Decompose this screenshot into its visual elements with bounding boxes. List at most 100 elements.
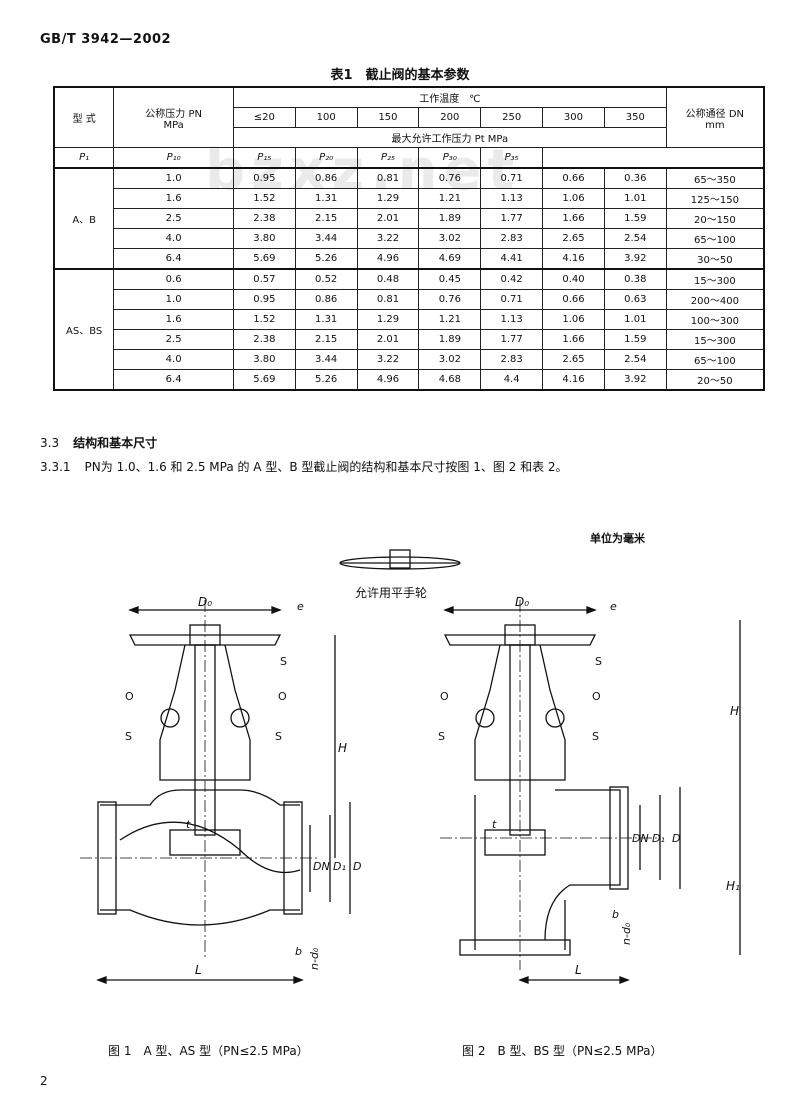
valve-drawings: 允许用平手轮 D₀ H DN D₁ D <box>80 549 741 984</box>
pn-cell: 1.6 <box>113 188 234 209</box>
fig1-h-label: H <box>338 741 347 755</box>
figure1-valve-drawing: D₀ H DN D₁ D L t S S S O O <box>80 595 361 984</box>
handwheel-note: 允许用平手轮 <box>355 585 427 600</box>
fig2-s-label-left: S <box>438 730 445 743</box>
pn-cell: 1.0 <box>113 289 234 310</box>
paragraph: 3.3.1 PN为 1.0、1.6 和 2.5 MPa 的 A 型、B 型截止阀的… <box>40 458 568 475</box>
dn-cell: 20～50 <box>665 369 765 391</box>
fig2-dn-label: DN <box>632 832 649 845</box>
pressure-cell: 2.15 <box>294 329 358 350</box>
pressure-cell: 5.69 <box>232 248 296 270</box>
pressure-cell: 1.59 <box>603 329 667 350</box>
flat-handwheel-sketch <box>339 549 461 570</box>
pressure-cell: 2.65 <box>542 349 605 370</box>
pressure-cell: 0.42 <box>480 268 544 290</box>
pn-cell: 4.0 <box>113 349 234 370</box>
fig2-h-label: H <box>730 704 739 718</box>
pressure-cell: 2.15 <box>294 208 358 229</box>
fig1-s-label-top: S <box>280 655 287 668</box>
pressure-cell: 1.52 <box>232 309 296 330</box>
pressure-cell: 3.80 <box>232 349 296 370</box>
header-dn: 公称通径 DN mm <box>665 86 765 148</box>
pressure-cell: 0.71 <box>480 289 544 310</box>
fig2-o-label-left: O <box>440 690 449 703</box>
pressure-cell: 1.21 <box>418 188 482 209</box>
fig1-b-label: b <box>295 945 302 958</box>
pressure-cell: 3.22 <box>356 349 420 370</box>
pressure-cell: 0.86 <box>294 167 358 189</box>
pressure-cell: 5.26 <box>294 369 358 391</box>
pressure-cell: 1.06 <box>542 309 605 330</box>
pressure-cell: 1.77 <box>480 208 544 229</box>
symbol-cell: P₁ <box>53 147 115 169</box>
pressure-cell: 0.81 <box>356 289 420 310</box>
pressure-cell: 2.83 <box>480 349 544 370</box>
fig1-d1-label: D₁ <box>333 860 346 873</box>
pressure-cell: 1.66 <box>542 329 605 350</box>
pressure-cell: 0.57 <box>232 268 296 290</box>
pn-cell: 1.0 <box>113 167 234 189</box>
paragraph-text: PN为 1.0、1.6 和 2.5 MPa 的 A 型、B 型截止阀的结构和基本… <box>84 460 568 474</box>
figure1-caption: 图 1 A 型、AS 型（PN≤2.5 MPa） <box>108 1044 309 1058</box>
pressure-cell: 0.81 <box>356 167 420 189</box>
figure2-valve-drawing: D₀ H H₁ DN D₁ D L t S S S O O b <box>438 595 741 984</box>
section-number: 3.3 <box>40 436 60 450</box>
fig2-b-label: b <box>612 908 619 921</box>
pressure-cell: 2.54 <box>603 228 667 249</box>
pressure-cell: 1.52 <box>232 188 296 209</box>
standard-code: GB/T 3942—2002 <box>40 32 172 47</box>
fig1-dn-label: DN <box>313 860 330 873</box>
pressure-cell: 0.86 <box>294 289 358 310</box>
fig1-l-label: L <box>195 963 202 977</box>
pressure-cell: 4.41 <box>480 248 544 270</box>
symbol-cell: P₁₀ <box>113 147 234 169</box>
type-cell: A、B <box>53 167 115 270</box>
fig2-d0-label: D₀ <box>515 595 529 609</box>
pressure-cell: 2.38 <box>232 208 296 229</box>
pressure-cell: 4.96 <box>356 369 420 391</box>
symbol-cell: P₁₅ <box>232 147 296 169</box>
pn-cell: 6.4 <box>113 369 234 391</box>
pn-cell: 2.5 <box>113 208 234 229</box>
pressure-cell: 0.52 <box>294 268 358 290</box>
pressure-cell: 3.92 <box>603 369 667 391</box>
pressure-cell: 1.01 <box>603 309 667 330</box>
temp-cell: 350 <box>603 107 667 128</box>
pressure-cell: 1.59 <box>603 208 667 229</box>
pressure-cell: 3.92 <box>603 248 667 270</box>
pressure-cell: 1.31 <box>294 309 358 330</box>
pressure-cell: 1.01 <box>603 188 667 209</box>
pn-cell: 1.6 <box>113 309 234 330</box>
pressure-cell: 3.44 <box>294 349 358 370</box>
unit-note: 单位为毫米 <box>590 532 645 545</box>
fig2-s-label-top: S <box>595 655 602 668</box>
fig2-o-label-right: O <box>592 690 601 703</box>
pn-cell: 0.6 <box>113 268 234 290</box>
fig1-t-label: t <box>186 818 191 831</box>
dn-cell: 20～150 <box>665 208 765 229</box>
temp-cell: 150 <box>356 107 420 128</box>
pressure-cell: 4.16 <box>542 369 605 391</box>
paragraph-number: 3.3.1 <box>40 460 71 474</box>
pressure-cell: 3.02 <box>418 349 482 370</box>
symbol-cell: P₂₀ <box>294 147 358 169</box>
temp-cell: 300 <box>542 107 605 128</box>
pressure-cell: 1.89 <box>418 329 482 350</box>
type-cell: AS、BS <box>53 268 115 391</box>
symbol-cell: P₂₅ <box>356 147 420 169</box>
pressure-cell: 0.63 <box>603 289 667 310</box>
symbol-cell: P₃₅ <box>480 147 544 169</box>
pressure-cell: 0.76 <box>418 289 482 310</box>
fig2-e-label: e <box>610 600 617 613</box>
pressure-cell: 1.21 <box>418 309 482 330</box>
pressure-cell: 3.44 <box>294 228 358 249</box>
